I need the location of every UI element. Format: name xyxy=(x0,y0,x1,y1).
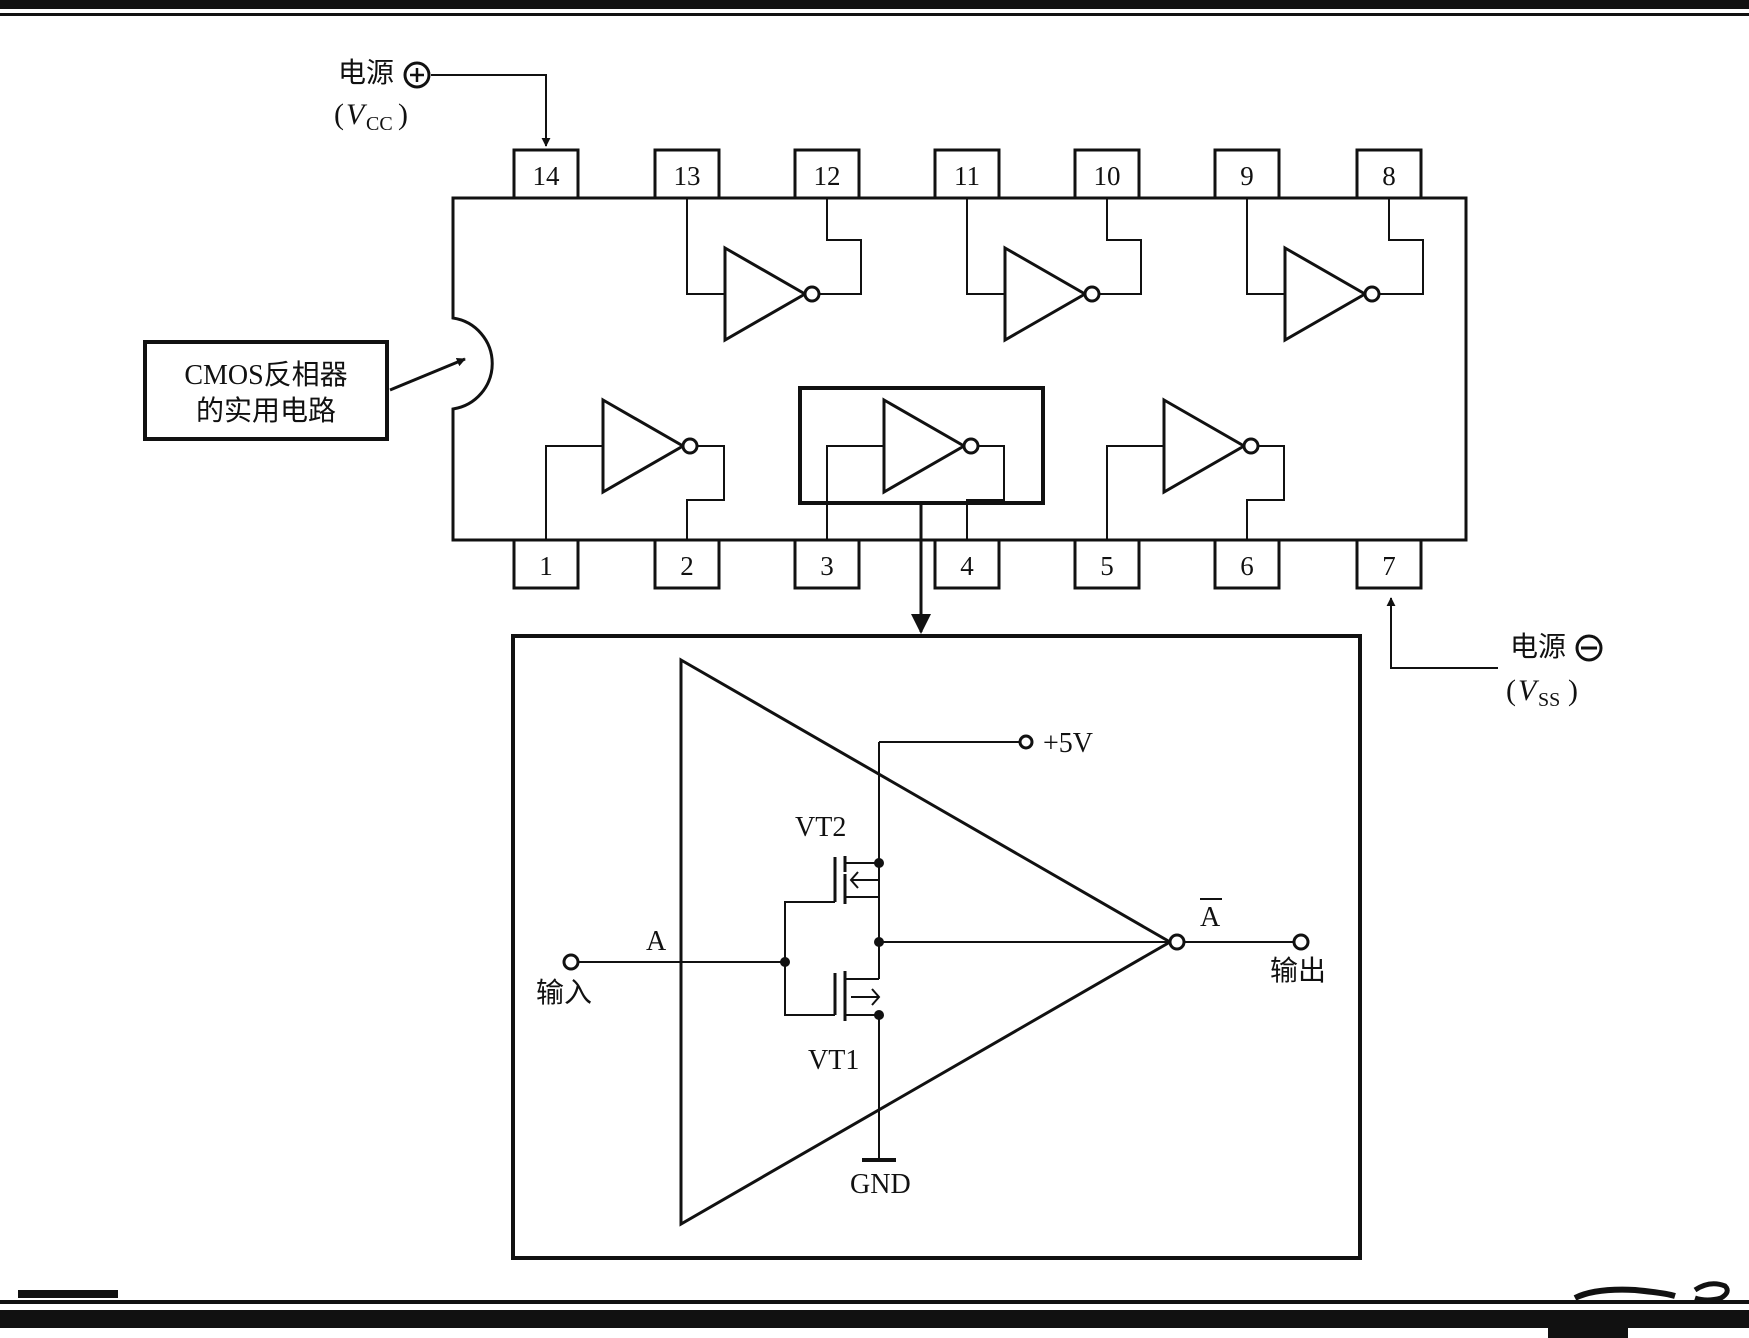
vt1-label: VT1 xyxy=(808,1045,859,1076)
top-pin-number: 11 xyxy=(954,161,980,191)
top-border-rule xyxy=(0,13,1749,16)
vss-paren-close: ) xyxy=(1568,674,1578,707)
inverter-gate-top-1 xyxy=(723,245,821,343)
top-pin-8: 8 xyxy=(1355,148,1423,200)
bottom-pin-number: 4 xyxy=(960,551,974,581)
bottom-pin-number: 1 xyxy=(539,551,553,581)
output-label: 输出 xyxy=(1270,955,1326,987)
supply-label: +5V xyxy=(1043,728,1093,759)
top-pin-number: 12 xyxy=(814,161,841,191)
detail-inverter-triangle xyxy=(679,657,1174,1227)
vcc-supply-text: 电源 xyxy=(338,57,394,89)
input-label: 输入 xyxy=(536,977,592,1009)
vcc-paren-close: ) xyxy=(398,98,408,131)
bottom-pin-1: 1 xyxy=(512,538,580,590)
inverter-gate-bottom-1 xyxy=(601,397,699,495)
bottom-pin-number: 7 xyxy=(1382,551,1396,581)
bottom-pin-number: 3 xyxy=(820,551,834,581)
inverter-gate-bottom-3 xyxy=(1162,397,1260,495)
bottom-pin-number: 2 xyxy=(680,551,694,581)
top-pin-number: 8 xyxy=(1382,161,1396,191)
bottom-border-bar xyxy=(0,1310,1749,1328)
vcc-subscript: CC xyxy=(366,113,393,135)
vcc-paren-open: ( xyxy=(334,98,344,131)
top-border-bar xyxy=(0,0,1749,9)
vss-paren-open: ( xyxy=(1506,674,1516,707)
vss-supply-label: 电源 ( V SS ) xyxy=(1386,597,1603,711)
gnd-label: GND xyxy=(850,1169,911,1200)
top-pin-14: 14 xyxy=(512,148,580,200)
top-pin-12: 12 xyxy=(793,148,861,200)
ic-package xyxy=(451,196,1468,542)
inverter-gates xyxy=(545,198,1424,540)
top-pin-9: 9 xyxy=(1213,148,1281,200)
top-pin-11: 11 xyxy=(933,148,1001,200)
vss-subscript: SS xyxy=(1538,689,1560,711)
callout-arrow xyxy=(389,357,466,392)
callout-box: CMOS反相器 的实用电路 xyxy=(143,340,466,441)
vcc-var: V xyxy=(346,98,368,131)
callout-line-2: 的实用电路 xyxy=(196,395,336,427)
bottom-pin-6: 6 xyxy=(1213,538,1281,590)
input-node-label: A xyxy=(646,926,667,957)
bottom-pin-row: 1 2 3 4 5 6 7 xyxy=(512,538,1423,590)
vss-supply-text: 电源 xyxy=(1510,631,1566,663)
top-pin-number: 14 xyxy=(533,161,561,191)
plus-circle-icon xyxy=(403,61,431,89)
bottom-pin-number: 6 xyxy=(1240,551,1254,581)
bottom-left-tab xyxy=(18,1290,118,1298)
vt2-label: VT2 xyxy=(795,812,846,843)
top-pin-number: 13 xyxy=(674,161,701,191)
page-corner-scribble xyxy=(1573,1281,1730,1303)
input-terminal xyxy=(562,953,580,971)
output-node-label: A xyxy=(1200,902,1221,933)
bottom-border-rule xyxy=(0,1300,1749,1304)
vcc-supply-label: 电源 ( V CC ) xyxy=(334,57,551,147)
top-pin-number: 10 xyxy=(1094,161,1121,191)
top-pin-number: 9 xyxy=(1240,161,1254,191)
bottom-right-block xyxy=(1548,1326,1628,1338)
vss-var: V xyxy=(1518,674,1540,707)
inverter-gate-top-3 xyxy=(1283,245,1381,343)
bottom-pin-number: 5 xyxy=(1100,551,1114,581)
bottom-pin-7: 7 xyxy=(1355,538,1423,590)
top-pin-10: 10 xyxy=(1073,148,1141,200)
inverter-gate-bottom-2 xyxy=(882,397,980,495)
output-terminal xyxy=(1292,933,1310,951)
inverter-gate-top-2 xyxy=(1003,245,1101,343)
minus-circle-icon xyxy=(1575,634,1603,662)
callout-line-1: CMOS反相器 xyxy=(184,359,347,391)
bottom-pin-2: 2 xyxy=(653,538,721,590)
supply-terminal xyxy=(1018,734,1034,750)
vss-arrow xyxy=(1386,597,1498,669)
vcc-arrow xyxy=(431,74,551,147)
bottom-pin-5: 5 xyxy=(1073,538,1141,590)
top-pin-row: 14 13 12 11 10 9 8 xyxy=(512,148,1423,200)
bottom-pin-4: 4 xyxy=(933,538,1001,590)
detail-panel xyxy=(511,634,1362,1260)
top-pin-13: 13 xyxy=(653,148,721,200)
bottom-pin-3: 3 xyxy=(793,538,861,590)
detail-output-bubble xyxy=(1168,933,1186,951)
